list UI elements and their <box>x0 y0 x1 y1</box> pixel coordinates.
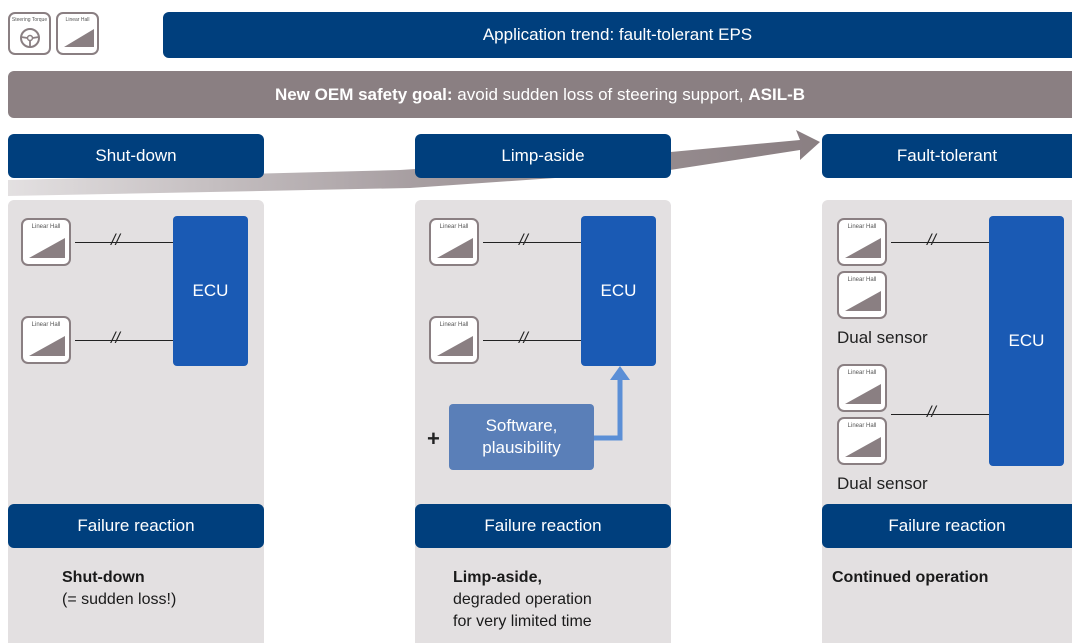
software-line2: plausibility <box>482 438 561 457</box>
sensor-label: Linear Hall <box>847 224 877 230</box>
steering-torque-label: Steering Torque <box>11 17 48 23</box>
signal-wire <box>891 414 989 415</box>
description-text: (= sudden loss!) <box>62 591 177 608</box>
ecu-label: ECU <box>600 281 637 300</box>
ramp-icon <box>64 29 94 47</box>
wire-break-mark: // <box>927 232 936 249</box>
dual-sensor-label: Dual sensor <box>837 328 928 347</box>
ramp-icon <box>437 238 473 258</box>
application-trend-banner: Application trend: fault-tolerant EPS <box>163 12 1072 58</box>
sensor-label: Linear Hall <box>439 322 469 328</box>
trend-arrow <box>8 130 820 196</box>
shutdown-title: Shut-down <box>95 146 177 165</box>
linear-hall-sensor: Linear Hall <box>837 417 887 465</box>
software-line1: Software, <box>485 416 558 435</box>
fault-tolerant-title: Fault-tolerant <box>896 146 998 165</box>
banner-text: Application trend: fault-tolerant EPS <box>482 25 753 44</box>
ramp-icon <box>845 238 881 258</box>
feedback-arrow <box>594 366 630 441</box>
signal-wire <box>891 242 989 243</box>
safety-goal-bar: New OEM safety goal: avoid sudden loss o… <box>8 71 1072 118</box>
ecu-label: ECU <box>192 281 229 300</box>
signal-wire <box>75 242 173 243</box>
signal-wire <box>483 340 581 341</box>
ecu-block: ECU <box>173 216 248 366</box>
signal-wire <box>483 242 581 243</box>
limp-aside-header: Limp-aside <box>415 134 671 178</box>
description-bold: Continued operation <box>832 569 989 586</box>
dual-sensor-label: Dual sensor <box>837 474 928 493</box>
sensor-label: Linear Hall <box>847 370 877 376</box>
ecu-block: ECU <box>989 216 1064 466</box>
ecu-label: ECU <box>1008 331 1045 350</box>
description-line3: for very limited time <box>453 613 592 630</box>
wire-break-mark: // <box>111 330 120 347</box>
linear-hall-sensor: Linear Hall <box>429 218 479 266</box>
steering-wheel-icon <box>20 28 40 48</box>
sensor-label: Linear Hall <box>847 423 877 429</box>
fault-tolerant-header: Fault-tolerant <box>822 134 1072 178</box>
failure-reaction-label: Failure reaction <box>888 516 1006 535</box>
sensor-label: Linear Hall <box>847 277 877 283</box>
fault-tolerant-failure-reaction: Failure reaction <box>822 504 1072 548</box>
limp-aside-description: Limp-aside, degraded operation for very … <box>453 567 592 633</box>
linear-hall-sensor: Linear Hall <box>837 364 887 412</box>
sensor-label: Linear Hall <box>439 224 469 230</box>
ramp-icon <box>845 384 881 404</box>
steering-torque-sensor-icon: Steering Torque <box>8 12 51 55</box>
ramp-icon <box>845 437 881 457</box>
failure-reaction-label: Failure reaction <box>77 516 195 535</box>
goal-text: avoid sudden loss of steering support, <box>452 84 749 104</box>
wire-break-mark: // <box>927 404 936 421</box>
linear-hall-label: Linear Hall <box>65 17 90 23</box>
description-bold: Limp-aside, <box>453 569 542 586</box>
plus-sign: + <box>427 426 440 451</box>
software-plausibility-block: Software, plausibility <box>449 404 594 470</box>
sensor-label: Linear Hall <box>31 322 61 328</box>
wire-break-mark: // <box>519 232 528 249</box>
linear-hall-sensor: Linear Hall <box>21 316 71 364</box>
failure-reaction-label: Failure reaction <box>484 516 602 535</box>
shutdown-failure-reaction: Failure reaction <box>8 504 264 548</box>
signal-wire <box>75 340 173 341</box>
ramp-icon <box>29 336 65 356</box>
linear-hall-sensor: Linear Hall <box>837 271 887 319</box>
ramp-icon <box>29 238 65 258</box>
shutdown-header: Shut-down <box>8 134 264 178</box>
limp-aside-title: Limp-aside <box>501 146 585 165</box>
linear-hall-sensor: Linear Hall <box>429 316 479 364</box>
ecu-block: ECU <box>581 216 656 366</box>
linear-hall-sensor-icon: Linear Hall <box>56 12 99 55</box>
sensor-label: Linear Hall <box>31 224 61 230</box>
wire-break-mark: // <box>519 330 528 347</box>
linear-hall-sensor: Linear Hall <box>837 218 887 266</box>
shutdown-description: Shut-down (= sudden loss!) <box>62 567 176 611</box>
limp-aside-failure-reaction: Failure reaction <box>415 504 671 548</box>
linear-hall-sensor: Linear Hall <box>21 218 71 266</box>
wire-break-mark: // <box>111 232 120 249</box>
goal-prefix: New OEM safety goal: <box>274 84 453 104</box>
ramp-icon <box>845 291 881 311</box>
goal-asil: ASIL-B <box>748 84 806 104</box>
fault-tolerant-description: Continued operation <box>832 567 988 589</box>
description-line2: degraded operation <box>453 591 592 608</box>
description-bold: Shut-down <box>62 569 145 586</box>
ramp-icon <box>437 336 473 356</box>
